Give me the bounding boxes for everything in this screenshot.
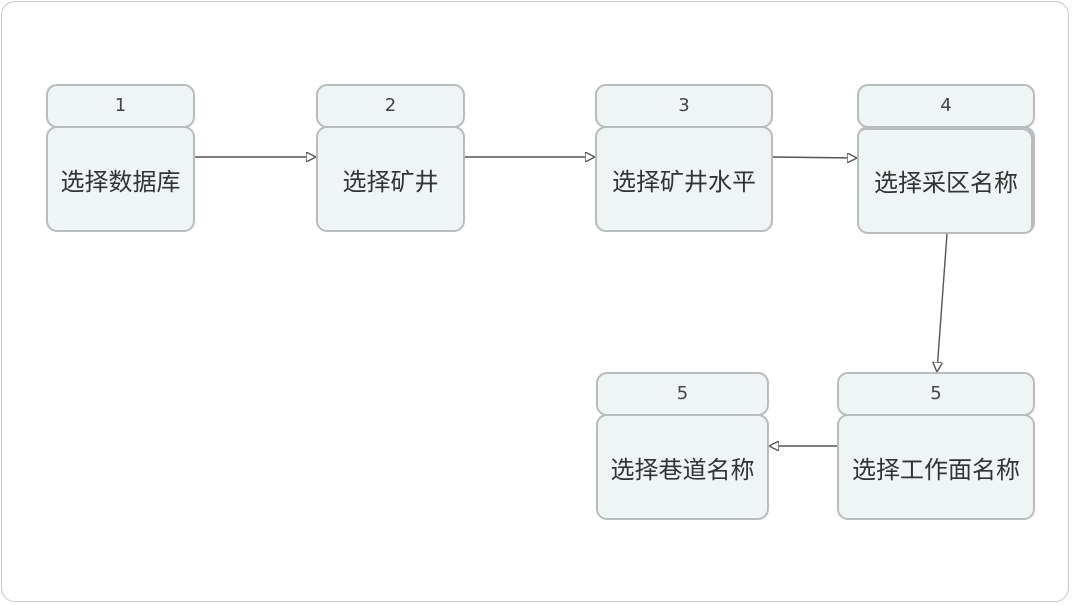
node-label: 选择矿井 [316,126,465,232]
node-number: 1 [46,84,195,128]
node-select-working-face[interactable]: 5 选择工作面名称 [837,372,1035,520]
node-number: 5 [837,372,1035,416]
node-number: 5 [596,372,769,416]
node-select-mine[interactable]: 2 选择矿井 [316,84,465,232]
node-number: 4 [857,84,1035,128]
node-number: 3 [595,84,773,128]
node-select-database[interactable]: 1 选择数据库 [46,84,195,232]
node-label: 选择矿井水平 [595,126,773,232]
node-label: 选择工作面名称 [837,414,1035,520]
node-select-roadway[interactable]: 5 选择巷道名称 [596,372,769,520]
node-label: 选择数据库 [46,126,195,232]
node-select-mining-area[interactable]: 4 选择采区名称 [857,84,1035,234]
node-number: 2 [316,84,465,128]
node-select-mine-level[interactable]: 3 选择矿井水平 [595,84,773,232]
node-label: 选择巷道名称 [596,414,769,520]
node-label: 选择采区名称 [857,126,1035,234]
